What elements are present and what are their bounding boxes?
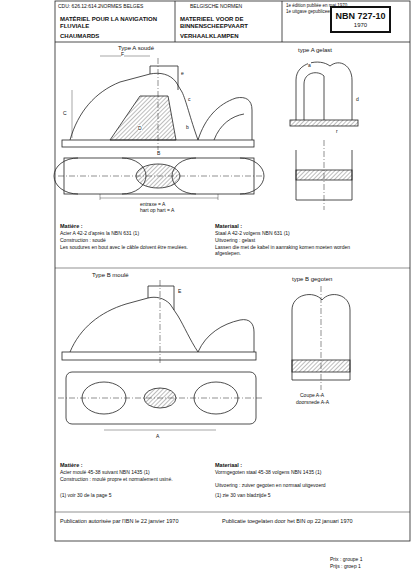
standard-number-box: NBN 727-101970 (330, 6, 391, 33)
drawing-label: r (336, 128, 338, 134)
drawing-label: Lassen die met de kabel in aanraking kom… (215, 244, 365, 256)
chaumard-type-a-section (290, 62, 358, 210)
drawing-label: Materiaal : (215, 462, 242, 469)
drawing-label: Publication autorisée par l'IBN le 22 ja… (60, 518, 200, 525)
drawing-label: Les soudures en bout avec le câble doive… (60, 244, 205, 250)
drawing-label: E (178, 288, 181, 294)
drawing-label: C (63, 110, 67, 116)
drawing-label: hart op hart = A (140, 207, 174, 213)
drawing-label: (1) voir 30 de la page 5 (60, 492, 111, 498)
header-rule (175, 1, 176, 42)
drawing-label: Publicatie toegelaten door het BIN op 22… (222, 518, 362, 525)
drawing-label: MATÉRIEL POUR LA NAVIGATION FLUVIALE (60, 16, 170, 30)
standard-year: 1970 (332, 22, 389, 30)
drawing-label: type A gelast (298, 47, 332, 54)
sheet-frame (55, 1, 410, 541)
chaumard-type-a-plan (54, 158, 264, 200)
drawing-label: Acier A 42-2 d'après la NBN 631 (1) (60, 230, 139, 236)
drawing-label: F (121, 51, 124, 57)
drawing-label: MATERIEEL VOOR DE BINNENSCHEEPVAART (180, 16, 280, 30)
drawing-label: Acier moulé 45-38 suivant NBN 1435 (1) (60, 469, 205, 475)
drawing-label: NORMES BELGES (100, 3, 143, 9)
drawing-label: Matière : (60, 223, 83, 230)
section-rule (55, 268, 410, 269)
chaumard-type-a-elevation (62, 56, 254, 150)
drawing-label: Materiaal : (215, 223, 242, 230)
drawing-label: d (356, 96, 359, 102)
chaumard-type-b-section (292, 286, 350, 390)
drawing-label: a (308, 62, 311, 68)
drawing-label: Type B moulé (92, 272, 129, 279)
standard-number: NBN 727-10 (332, 11, 389, 22)
drawing-label: Uitvoering : zuiver gegoten en normaal u… (215, 482, 365, 488)
drawing-label: D (138, 125, 142, 131)
drawing-label: BELGISCHE NORMEN (190, 3, 242, 9)
drawing-label: Prix : groupe 1 (330, 556, 363, 562)
drawing-label: CHAUMARDS (60, 33, 99, 40)
drawing-label: c (188, 96, 191, 102)
drawing-label: Construction : soudé (60, 237, 106, 243)
drawing-label: type B gegoten (292, 276, 332, 283)
section-rule (55, 512, 410, 513)
header-rule (282, 1, 283, 42)
drawing-label: e (181, 70, 184, 76)
drawing-label: doorsnede A-A (296, 399, 329, 405)
drawing-label: b (186, 124, 189, 130)
drawing-label: Vormgegoten staal 45-38 volgens NBN 1435… (215, 469, 365, 475)
drawing-label: Uitvoering : gelast (215, 237, 255, 243)
header-rule (55, 42, 410, 43)
drawing-label: A (156, 433, 159, 439)
chaumard-type-b-elevation (62, 280, 256, 364)
drawing-label: Prijs : groep 1 (330, 563, 361, 569)
drawing-label: CDU: 626.12:614.24 (58, 3, 104, 9)
drawing-label: Coupe A-A (300, 392, 324, 398)
drawing-label: B (157, 150, 160, 156)
drawing-label: Construction : moulé propre et normaleme… (60, 476, 205, 482)
chaumard-type-b-plan (58, 372, 264, 430)
drawing-label: Matière : (60, 462, 83, 469)
drawing-label: (1) zie 30 van bladzijde 5 (215, 492, 271, 498)
drawing-label: VERHAALKLAMPEN (180, 33, 239, 40)
drawing-label: Staal A 42-2 volgens NBN 631 (1) (215, 230, 290, 236)
